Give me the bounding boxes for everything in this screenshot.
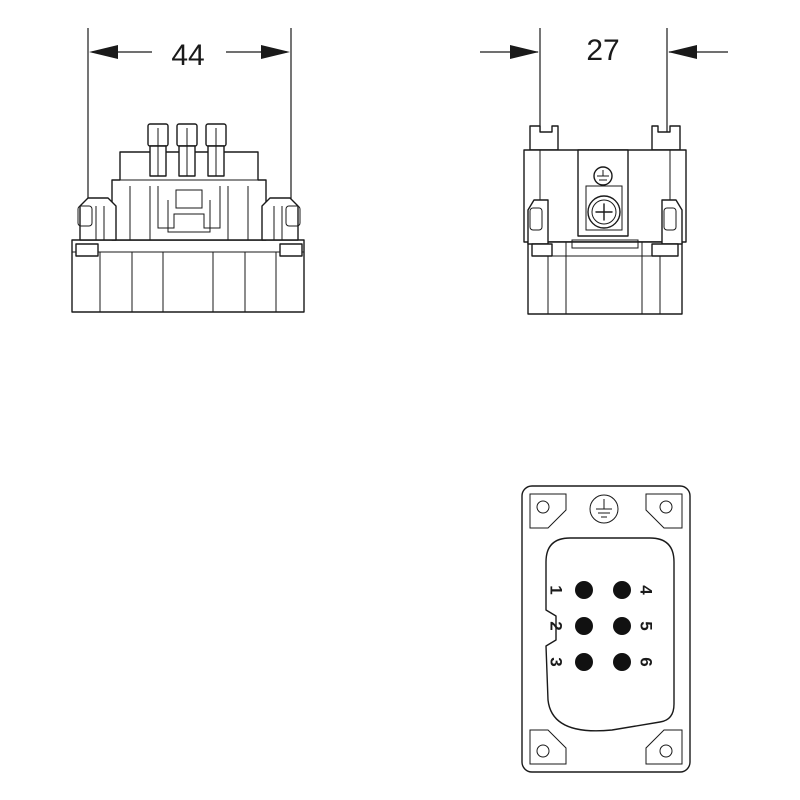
contact-pin-2	[575, 617, 593, 635]
terminal-1	[147, 123, 169, 177]
ground-screw-top	[593, 166, 613, 186]
contact-pin-3	[575, 653, 593, 671]
dimension-label-44: 44	[171, 39, 204, 72]
side-ledge-right	[651, 243, 679, 257]
dimension-arrow-right	[668, 45, 697, 59]
contact-pin-4	[613, 581, 631, 599]
contact-pin-6	[613, 653, 631, 671]
terminal-2	[176, 123, 198, 177]
dimension-arrow-left	[510, 45, 539, 59]
ground-symbol-icon	[589, 494, 619, 524]
contact-pin-5	[613, 617, 631, 635]
dimension-27: 27	[480, 28, 728, 150]
front-body	[71, 239, 305, 313]
pin-label-2: 2	[547, 621, 566, 630]
front-ledge-right	[279, 243, 303, 257]
mounting-lug-top-left	[529, 493, 567, 529]
pin-label-4: 4	[637, 585, 656, 595]
pin-label-6: 6	[637, 657, 656, 666]
face-view: 1 2 3 4 5 6	[521, 485, 691, 773]
face-plate	[521, 485, 691, 773]
side-clip-right	[661, 199, 683, 245]
contact-insert-outline	[545, 537, 675, 732]
screw-head-icon	[587, 195, 621, 229]
side-ledge-left	[531, 243, 553, 257]
terminal-3	[205, 123, 227, 177]
dimension-44: 44	[87, 28, 292, 210]
front-view: 44	[71, 28, 305, 313]
side-tab-left	[529, 125, 559, 151]
side-clip-left	[527, 199, 549, 245]
dimension-arrow-right	[261, 45, 290, 59]
front-ledge-left	[75, 243, 99, 257]
mounting-lug-bottom-left	[529, 729, 567, 765]
front-clip-left	[79, 197, 117, 241]
pin-label-5: 5	[637, 621, 656, 630]
mounting-lug-bottom-right	[645, 729, 683, 765]
side-view: 27	[480, 28, 728, 315]
front-clip-right	[261, 197, 299, 241]
dimension-arrow-left	[89, 45, 118, 59]
contact-pin-1	[575, 581, 593, 599]
dimension-label-27: 27	[586, 34, 619, 67]
pin-label-1: 1	[547, 585, 566, 594]
pin-label-3: 3	[547, 657, 566, 666]
side-tab-right	[651, 125, 681, 151]
mounting-lug-top-right	[645, 493, 683, 529]
